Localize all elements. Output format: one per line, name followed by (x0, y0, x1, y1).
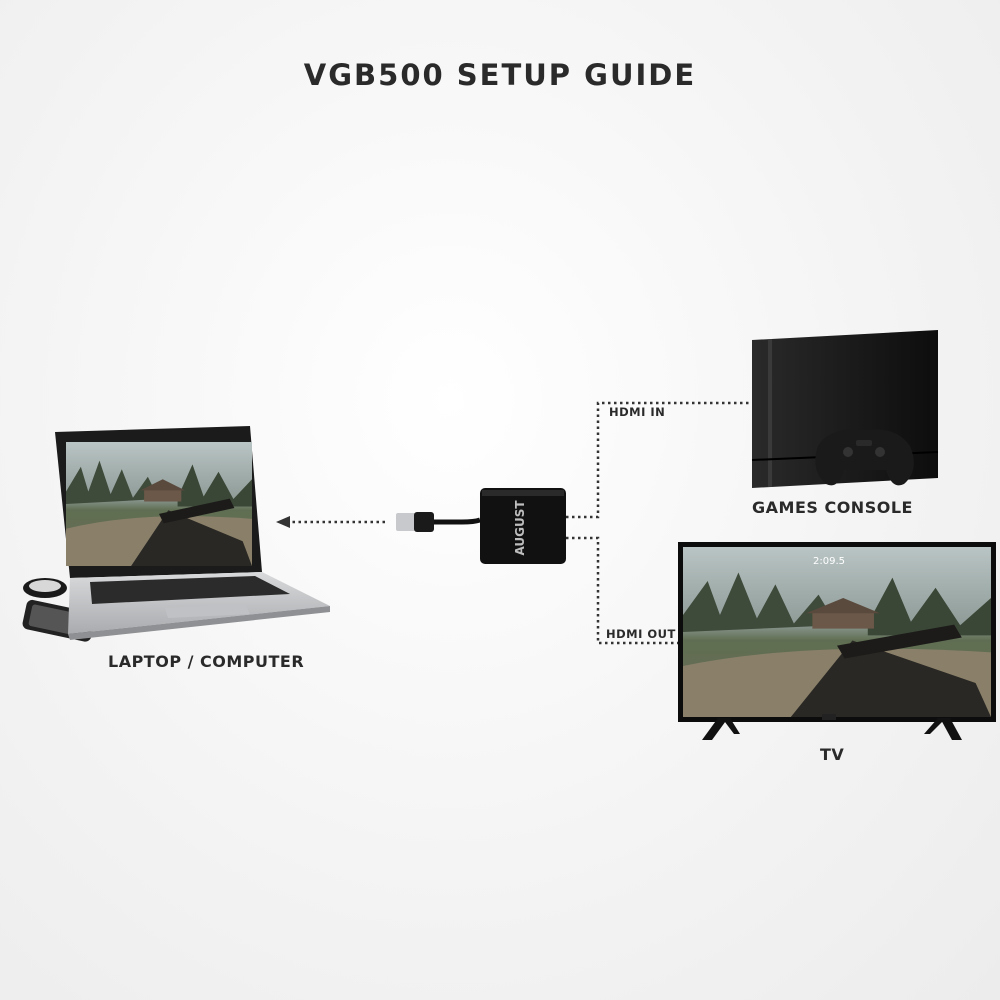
tv: 2:09.5 (678, 542, 996, 740)
game-controller (815, 429, 914, 486)
hdmi-in-label: HDMI IN (609, 405, 666, 419)
laptop-screen-game-image (66, 442, 252, 566)
usb-connector-housing (414, 512, 434, 532)
tv-screen-game-image (683, 547, 991, 717)
device-brand-logo: AUGUST (513, 500, 527, 556)
usb-connector-metal (396, 513, 416, 531)
hdmi-out-connection (566, 536, 678, 645)
hdmi-in-connection (566, 401, 752, 519)
capture-device: AUGUST (480, 488, 566, 564)
tv-label: TV (820, 745, 845, 764)
smartwatch (23, 578, 67, 598)
usb-link-arrow (276, 516, 385, 528)
laptop (55, 426, 330, 640)
laptop-label: LAPTOP / COMPUTER (108, 652, 305, 671)
hdmi-out-label: HDMI OUT (606, 627, 676, 641)
tv-stand-left (702, 718, 728, 740)
tv-stand-right (940, 718, 962, 740)
tv-hud-timer: 2:09.5 (813, 556, 845, 567)
usb-cable (396, 512, 481, 532)
games-console-label: GAMES CONSOLE (752, 498, 913, 517)
page-title: VGB500 SETUP GUIDE (303, 58, 697, 92)
